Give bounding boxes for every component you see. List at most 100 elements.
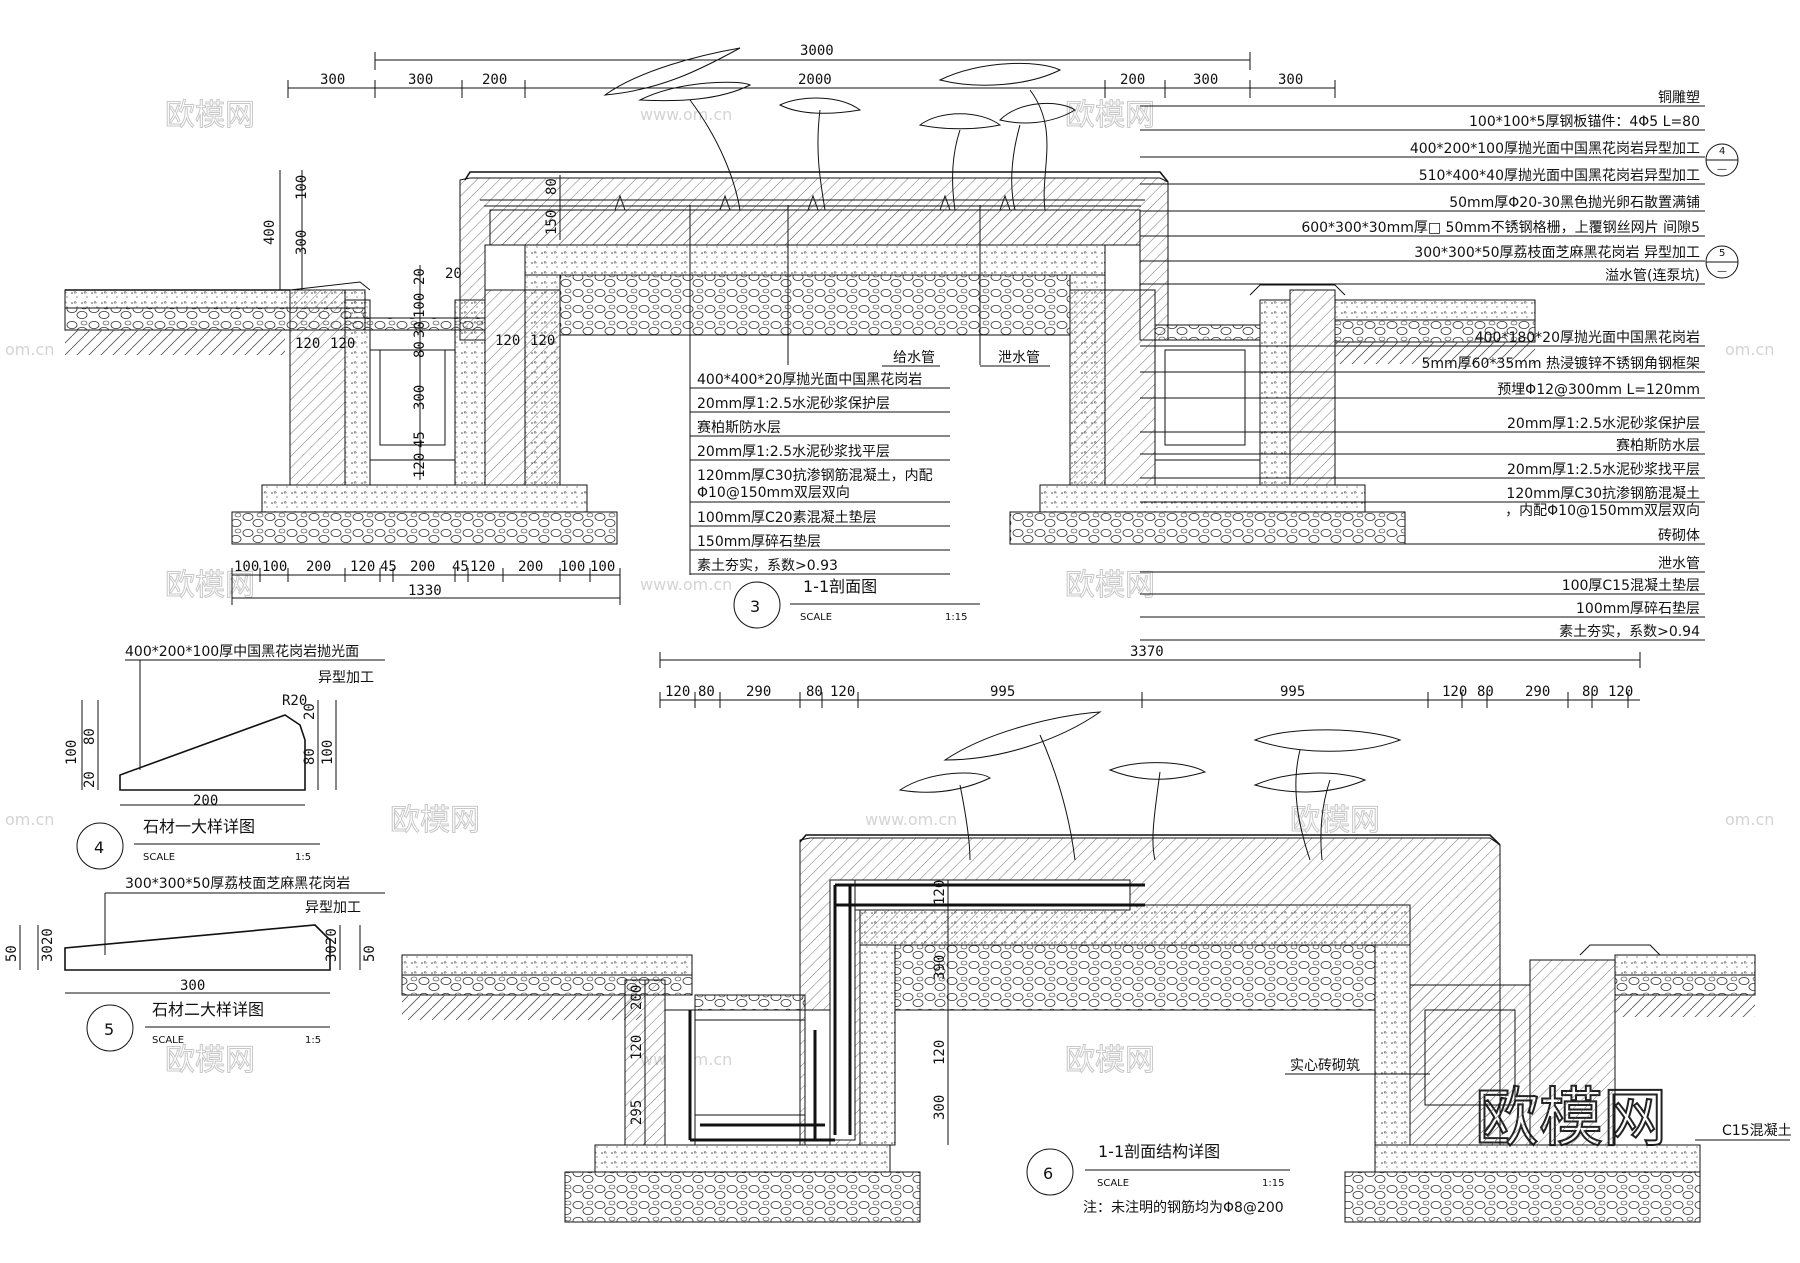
watermark-brand: 欧模网	[165, 1043, 255, 1078]
svg-text:120: 120	[932, 1040, 948, 1065]
watermark-brand: 欧模网	[390, 803, 480, 838]
svg-text:80: 80	[1477, 684, 1494, 700]
svg-text:80: 80	[82, 728, 98, 745]
pipe-label-supply: 给水管	[893, 350, 935, 366]
svg-text:SCALE: SCALE	[143, 852, 175, 863]
right-outer-wall	[1289, 289, 1336, 486]
svg-text:20: 20	[82, 771, 98, 788]
callout-label: 赛柏斯防水层	[1616, 438, 1700, 454]
svg-text:100: 100	[64, 740, 80, 765]
svg-text:995: 995	[1280, 684, 1305, 700]
svg-text:300*300*50厚荔枝面芝麻黑花岗岩: 300*300*50厚荔枝面芝麻黑花岗岩	[125, 876, 350, 892]
dim-text: 120	[350, 559, 375, 575]
callout-label: 砖砌体	[1658, 528, 1700, 544]
dim-text: 1330	[408, 583, 442, 599]
section-structure-6: 3370 120 80 290 80 120 995 995 120 80 29…	[401, 644, 1792, 1223]
callout-label: ，内配Φ10@150mm双层双向	[1505, 503, 1700, 519]
callout-label: 300*300*50厚荔枝面芝麻黑花岗岩 异型加工	[1414, 245, 1700, 261]
svg-text:20: 20	[324, 928, 340, 945]
label-c15: C15混凝土	[1722, 1123, 1792, 1139]
dim-text: 120	[412, 453, 428, 478]
watermark-brand: 欧模网	[1290, 803, 1380, 838]
section-1-1: 3000 300 300 200 2000 200 300 300 400 10…	[64, 43, 1739, 641]
dim-text: 300	[412, 385, 428, 410]
label-brick: 实心砖砌筑	[1290, 1058, 1360, 1074]
dim-text: 100	[262, 559, 287, 575]
note: 注：未注明的钢筋均为Φ8@200	[1083, 1199, 1284, 1216]
svg-text:120: 120	[665, 684, 690, 700]
dim-text: 300	[320, 72, 345, 88]
dim-text: 80	[544, 178, 560, 195]
svg-text:50: 50	[362, 945, 378, 962]
dim-text: 300	[1193, 72, 1218, 88]
c15-cushion-left	[261, 484, 588, 513]
watermark-brand: 欧模网	[165, 98, 255, 133]
svg-text:200: 200	[629, 985, 645, 1010]
dim-text: 200	[410, 559, 435, 575]
svg-text:3370: 3370	[1130, 644, 1164, 660]
svg-text:120: 120	[629, 1035, 645, 1060]
c15-cushion-right	[1039, 484, 1366, 513]
callout-label: 100厚C15混凝土垫层	[1562, 578, 1700, 594]
svg-text:1:15: 1:15	[945, 612, 967, 623]
svg-text:390: 390	[932, 955, 948, 980]
dim-text: 200	[482, 72, 507, 88]
watermark-site: om.cn	[5, 810, 54, 829]
callout-label: 100mm厚碎石垫层	[1576, 601, 1700, 617]
layer-row: 赛柏斯防水层	[697, 420, 781, 436]
svg-text:120: 120	[1442, 684, 1467, 700]
dim-text: 400	[262, 220, 278, 245]
right-drain-pit	[1154, 339, 1261, 461]
svg-text:5: 5	[104, 1020, 114, 1039]
svg-text:30: 30	[324, 945, 340, 962]
callout-label: 600*300*30mm厚□ 50mm不锈钢格栅，上覆钢丝网片 间隙5	[1301, 220, 1700, 236]
svg-text:4: 4	[1719, 146, 1725, 157]
layer-row: 400*400*20厚抛光面中国黑花岗岩	[697, 372, 922, 388]
basin-gravel	[559, 274, 1071, 336]
right-inner-wall	[1069, 289, 1156, 486]
watermark-brand: 欧模网	[1065, 98, 1155, 133]
callout-label: 120mm厚C30抗渗钢筋混凝土	[1506, 485, 1700, 502]
dim-text: 20	[445, 266, 462, 282]
dim-text: 100	[234, 559, 259, 575]
callout-label: 5mm厚60*35mm 热浸镀锌不锈钢角钢框架	[1421, 355, 1700, 372]
watermark-site: www.om.cn	[865, 810, 957, 829]
svg-text:290: 290	[746, 684, 771, 700]
svg-text:200: 200	[193, 793, 218, 809]
dim-text: 45	[452, 559, 469, 575]
layer-table: 400*400*20厚抛光面中国黑花岗岩 20mm厚1:2.5水泥砂浆保护层 赛…	[689, 205, 950, 575]
watermark-site: om.cn	[1725, 340, 1774, 359]
svg-text:1:5: 1:5	[295, 852, 311, 863]
dim-text: 100	[294, 175, 310, 200]
layer-row: 20mm厚1:2.5水泥砂浆找平层	[697, 444, 890, 460]
watermark-site: www.om.cn	[640, 105, 732, 124]
ref-marker-4: 4 —	[1705, 143, 1739, 177]
detail-5: 300*300*50厚荔枝面芝麻黑花岗岩 异型加工 50 30 20 30 20…	[4, 876, 385, 1052]
layer-row: 素土夯实，系数>0.93	[697, 558, 838, 574]
callout-label: 溢水管(连泵坑)	[1605, 268, 1700, 284]
left-outer-wall	[289, 289, 346, 486]
svg-text:80: 80	[1582, 684, 1599, 700]
dim-text: 200	[1120, 72, 1145, 88]
callout-label: 400*200*100厚抛光面中国黑花岗岩异型加工	[1410, 141, 1700, 157]
svg-text:1:5: 1:5	[305, 1035, 321, 1046]
callout-label: 50mm厚Φ20-30黑色抛光卵石散置满铺	[1449, 194, 1700, 211]
svg-text:4: 4	[94, 838, 104, 857]
dim-text: 45	[380, 559, 397, 575]
dim-text: 120	[295, 336, 320, 352]
svg-text:50: 50	[4, 945, 20, 962]
dim-text: 80	[412, 341, 428, 358]
dim-text: 100	[412, 293, 428, 318]
svg-text:6: 6	[1043, 1164, 1053, 1183]
dim-text: 2000	[798, 72, 832, 88]
callout-label: 预埋Φ12@300mm L=120mm	[1497, 382, 1700, 398]
svg-text:120: 120	[1608, 684, 1633, 700]
layer-row: 20mm厚1:2.5水泥砂浆保护层	[697, 396, 890, 412]
pipe-label-drain: 泄水管	[998, 350, 1040, 366]
svg-text:1-1剖面图: 1-1剖面图	[803, 577, 877, 596]
callout-label: 400*180*20厚抛光面中国黑花岗岩	[1475, 330, 1700, 346]
dim-text: 30	[412, 321, 428, 338]
svg-text:20: 20	[302, 703, 318, 720]
dim-text: 200	[518, 559, 543, 575]
